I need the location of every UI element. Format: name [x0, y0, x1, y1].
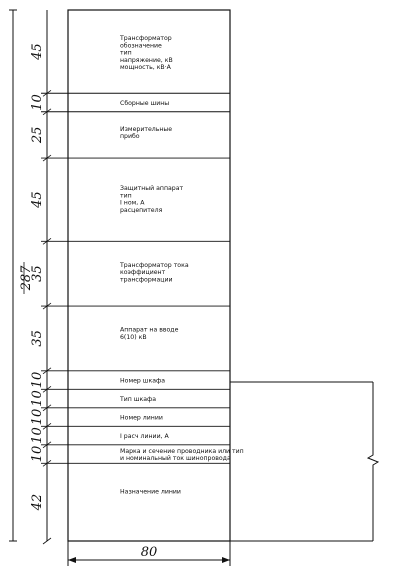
- row-height-label: 10: [30, 427, 45, 444]
- row-text-line: Сборные шины: [120, 99, 169, 107]
- row-text-line: прибо: [120, 132, 140, 140]
- row-text-line: напряжение, кВ: [120, 57, 173, 64]
- row-text-line: Назначение линии: [120, 488, 181, 495]
- row-height-label: 10: [30, 94, 45, 111]
- row-height-label: 35: [30, 330, 45, 347]
- row-text-line: Измерительные: [120, 126, 172, 133]
- row-text-line: трансформации: [120, 276, 173, 283]
- table-frame: [67, 9, 231, 542]
- row-text-line: Трансформатор тока: [119, 262, 189, 269]
- row-height-label: 10: [30, 446, 45, 463]
- row-text-line: Номер линии: [120, 415, 163, 422]
- row-text-line: Тип шкафа: [119, 396, 156, 403]
- width-arrow-left: [68, 557, 76, 563]
- row-text-line: I ном, А: [120, 200, 145, 207]
- total-height-label: 287: [19, 265, 34, 292]
- row-text: Номер шкафа: [120, 378, 165, 385]
- row-text: Назначение линии: [120, 488, 181, 495]
- width-arrow-right: [222, 557, 230, 563]
- row-height-label: 10: [30, 390, 45, 407]
- row-height-label: 45: [30, 43, 45, 61]
- row-text-line: и номинальный ток шинопровода: [120, 454, 231, 462]
- row-text-line: расцепителя: [120, 207, 163, 214]
- row-text-line: коэффициент: [120, 269, 166, 276]
- row-text-line: мощность, кВ·А: [120, 64, 172, 71]
- row-height-label: 45: [30, 191, 45, 209]
- row-text: Сборные шины: [120, 99, 169, 107]
- row-height-label: 42: [30, 494, 45, 512]
- row-text: Тип шкафа: [119, 396, 156, 403]
- row-text-line: Марка и сечение проводника или тип: [120, 448, 244, 455]
- row-height-label: 25: [30, 127, 45, 145]
- extension-break-line: [366, 382, 380, 541]
- row-dimension-tick: [42, 537, 52, 545]
- row-height-label: 35: [30, 265, 45, 282]
- row-text-line: 6(10) кВ: [120, 334, 147, 341]
- row-text-line: Трансформатор: [119, 35, 172, 42]
- row-text: I расч линии, А: [120, 433, 170, 440]
- row-height-label: 10: [30, 372, 45, 389]
- row-height-label: 10: [30, 409, 45, 426]
- row-text-line: I расч линии, А: [120, 433, 170, 440]
- row-text-line: Номер шкафа: [120, 378, 165, 385]
- row-text-line: Защитный аппарат: [120, 184, 184, 192]
- row-dividers: [41, 92, 230, 464]
- row-text: Номер линии: [120, 415, 163, 422]
- width-label: 80: [141, 545, 158, 560]
- row-text-line: Аппарат на вводе: [120, 327, 179, 334]
- row-text-line: обозначение: [120, 41, 162, 49]
- row-text-line: тип: [120, 192, 132, 199]
- row-text-line: тип: [120, 50, 132, 57]
